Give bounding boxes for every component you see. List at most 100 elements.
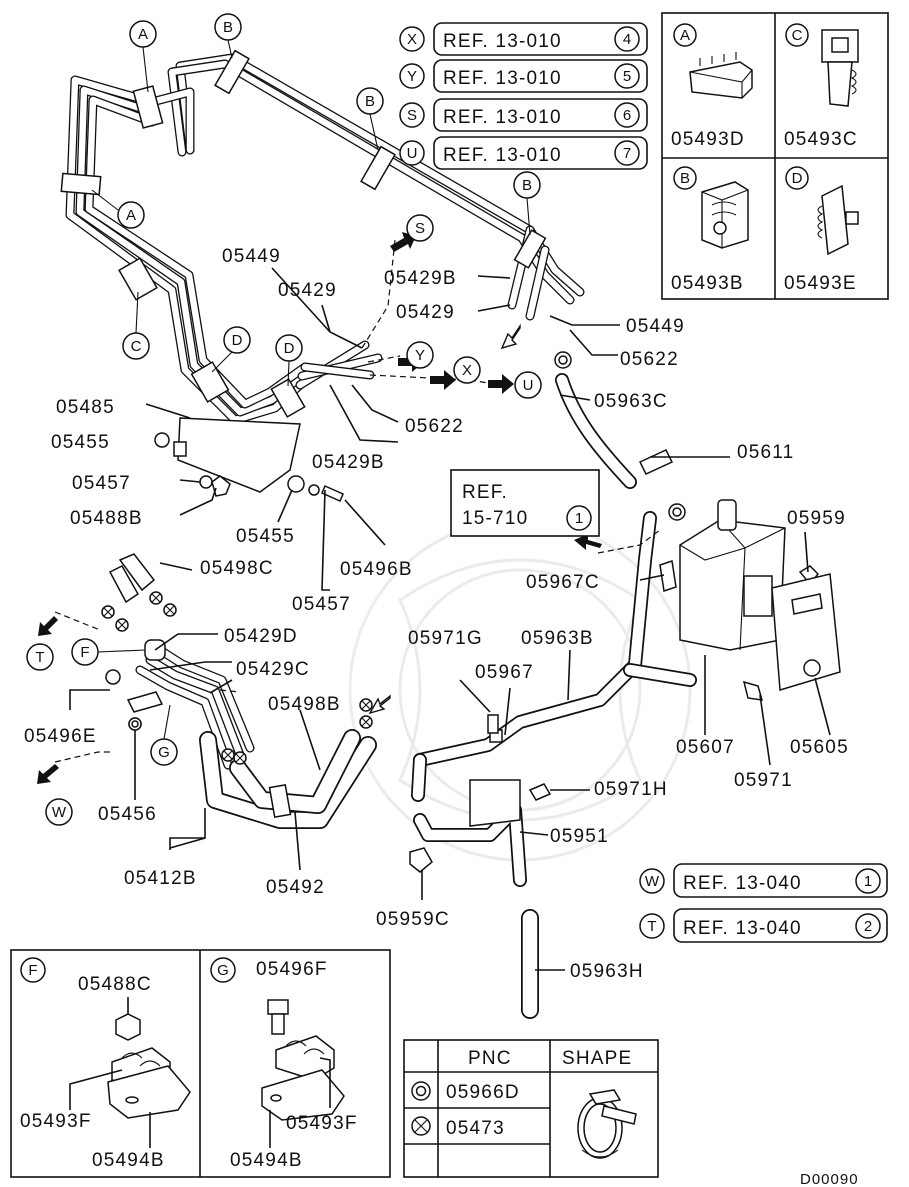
label-05492: 05492 [266, 877, 325, 898]
svg-text:05488C: 05488C [78, 974, 152, 995]
label-05967C: 05967C [526, 572, 600, 593]
svg-text:Y: Y [415, 347, 425, 364]
ref-t[interactable]: T REF. 13-040 2 [639, 908, 888, 943]
svg-text:REF.: REF. [462, 482, 508, 503]
svg-text:05473: 05473 [446, 1118, 505, 1139]
svg-text:5: 5 [623, 68, 631, 85]
svg-text:05493E: 05493E [784, 273, 857, 294]
svg-text:W: W [645, 873, 660, 890]
label-05959C: 05959C [376, 909, 450, 930]
label-05457-b: 05457 [292, 594, 351, 615]
part-labels: 05449 05429 05429B 05429 05449 05622 059… [24, 246, 849, 982]
svg-text:F: F [80, 644, 89, 661]
label-05429-a: 05429 [278, 280, 337, 301]
diagram-code: D00090 [800, 1171, 859, 1187]
callout-d-1: D [223, 326, 251, 354]
svg-text:05966D: 05966D [446, 1082, 520, 1103]
svg-text:05494B: 05494B [92, 1150, 165, 1171]
callout-f: F [71, 638, 99, 666]
svg-text:SHAPE: SHAPE [562, 1048, 632, 1069]
legend-c: C 05493C [784, 23, 859, 150]
svg-text:F: F [28, 962, 37, 979]
svg-text:B: B [365, 93, 375, 110]
svg-text:05493F: 05493F [20, 1111, 92, 1132]
svg-text:4: 4 [623, 31, 631, 48]
label-05622-a: 05622 [620, 349, 679, 370]
callout-b-top: B [214, 13, 242, 41]
clamp-symbols [101, 351, 686, 765]
label-05967: 05967 [475, 662, 534, 683]
callout-d-2: D [275, 334, 303, 362]
svg-text:05493B: 05493B [671, 273, 744, 294]
svg-text:PNC: PNC [468, 1048, 512, 1069]
label-05971H: 05971H [594, 779, 668, 800]
circle-x-icon [411, 1116, 431, 1136]
label-05412B: 05412B [124, 868, 197, 889]
callout-b-mid: B [356, 87, 384, 115]
svg-text:B: B [680, 170, 690, 187]
svg-text:D: D [792, 170, 803, 187]
callout-b-right: B [513, 171, 541, 199]
legend-b: B 05493B [671, 166, 749, 294]
pnc-table: PNC SHAPE 05966D 05473 [403, 1039, 659, 1178]
svg-text:G: G [217, 962, 229, 979]
svg-text:B: B [223, 19, 233, 36]
svg-text:A: A [680, 27, 690, 44]
label-05456: 05456 [98, 804, 157, 825]
svg-text:REF. 13-010: REF. 13-010 [443, 68, 562, 89]
label-05429-b: 05429 [396, 302, 455, 323]
svg-text:D: D [232, 332, 243, 349]
callout-g: G [150, 738, 178, 766]
svg-text:05493F: 05493F [286, 1113, 358, 1134]
label-05488B: 05488B [70, 508, 143, 529]
lower-left-pipes [105, 553, 377, 829]
label-05457-a: 05457 [72, 473, 131, 494]
detail-f: F 05488C 05493F 05494B [20, 957, 191, 1171]
ref-x[interactable]: X REF. 13-010 4 [399, 22, 648, 56]
ref-y[interactable]: Y REF. 13-010 5 [399, 59, 648, 93]
svg-text:7: 7 [623, 145, 631, 162]
svg-text:B: B [522, 177, 532, 194]
svg-text:C: C [131, 338, 142, 355]
label-05429B-top: 05429B [384, 268, 457, 289]
label-05963C: 05963C [594, 391, 668, 412]
svg-text:D: D [284, 340, 295, 357]
svg-text:A: A [126, 207, 136, 224]
svg-text:15-710: 15-710 [462, 508, 528, 529]
label-05963H: 05963H [570, 961, 644, 982]
clip-callouts: A B A B C B D D F G [71, 13, 541, 766]
ref-canister[interactable]: REF. 15-710 1 [450, 469, 600, 537]
ref-w[interactable]: W REF. 13-040 1 [639, 863, 888, 898]
arrow-targets: S Y X U T W [26, 214, 542, 826]
callout-c-left: C [122, 332, 150, 360]
label-05429D: 05429D [224, 626, 298, 647]
ref-s[interactable]: S REF. 13-010 6 [399, 98, 648, 132]
svg-text:X: X [407, 31, 417, 48]
label-05611: 05611 [737, 442, 794, 463]
svg-text:1: 1 [864, 873, 872, 890]
leader-lines [54, 239, 831, 971]
label-05605: 05605 [790, 737, 849, 758]
label-05622-b: 05622 [405, 416, 464, 437]
clip-legend: A 05493D C 05493C B 05493B D 05493E [661, 12, 889, 300]
svg-text:6: 6 [623, 107, 631, 124]
label-05449-a: 05449 [222, 246, 281, 267]
label-05498C: 05498C [200, 558, 274, 579]
svg-text:REF. 13-040: REF. 13-040 [683, 873, 802, 894]
svg-text:Y: Y [407, 68, 417, 85]
canister-hoses [409, 352, 820, 1019]
svg-text:05493C: 05493C [784, 129, 858, 150]
svg-text:U: U [407, 145, 418, 162]
label-05971: 05971 [734, 770, 793, 791]
svg-text:REF. 13-010: REF. 13-010 [443, 145, 562, 166]
svg-text:T: T [35, 649, 44, 666]
ref-u[interactable]: U REF. 13-010 7 [399, 136, 648, 170]
svg-text:S: S [415, 220, 425, 237]
svg-text:S: S [407, 107, 417, 124]
svg-text:U: U [523, 377, 534, 394]
label-05607: 05607 [676, 737, 735, 758]
svg-text:X: X [462, 362, 472, 379]
svg-text:2: 2 [864, 918, 872, 935]
svg-text:REF. 13-040: REF. 13-040 [683, 918, 802, 939]
